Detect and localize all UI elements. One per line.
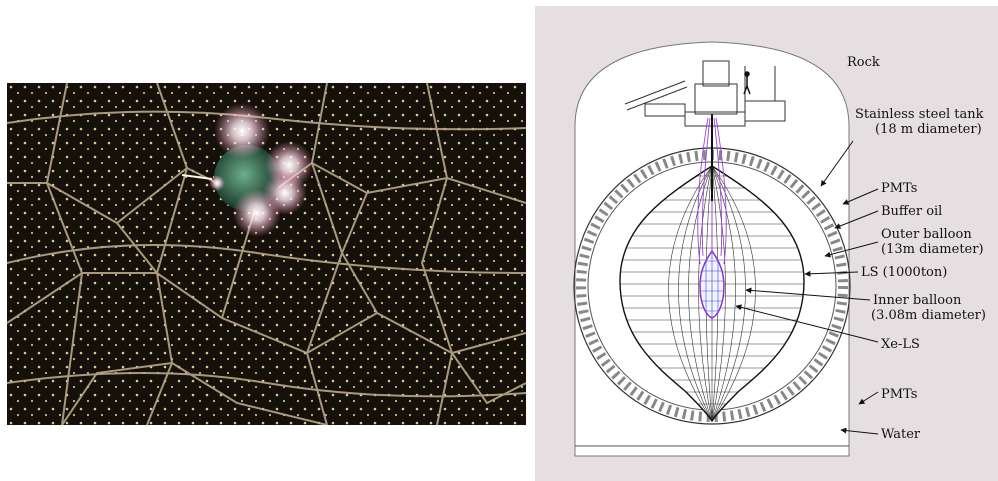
glare-streak [181, 174, 213, 180]
label-pmts-upper: PMTs [881, 181, 917, 196]
label-tank-line1: Stainless steel tank [855, 107, 984, 122]
inner-balloon [699, 249, 725, 319]
detector-schematic: Rock Stainless steel tank (18 m diameter… [535, 6, 998, 481]
label-buffer-oil: Buffer oil [881, 204, 942, 219]
light-glare [214, 103, 270, 159]
label-xels: Xe-LS [881, 337, 920, 352]
label-water: Water [881, 427, 921, 442]
detector-interior-photo [7, 83, 526, 425]
label-inner-line2: (3.08m diameter) [871, 308, 986, 323]
leader-arrows [735, 140, 879, 435]
support-frame-lines [7, 83, 526, 425]
label-pmts-lower: PMTs [881, 387, 917, 402]
person-figure-icon [743, 71, 751, 95]
outer-balloon [619, 165, 805, 423]
label-ls: LS (1000ton) [861, 265, 947, 280]
label-tank-line2: (18 m diameter) [875, 122, 982, 137]
label-inner-line1: Inner balloon [873, 293, 962, 308]
label-rock: Rock [847, 55, 880, 70]
light-glare [209, 175, 225, 191]
label-outer-line1: Outer balloon [881, 227, 972, 242]
label-outer-line2: (13m diameter) [881, 242, 984, 257]
light-glare [233, 189, 281, 237]
